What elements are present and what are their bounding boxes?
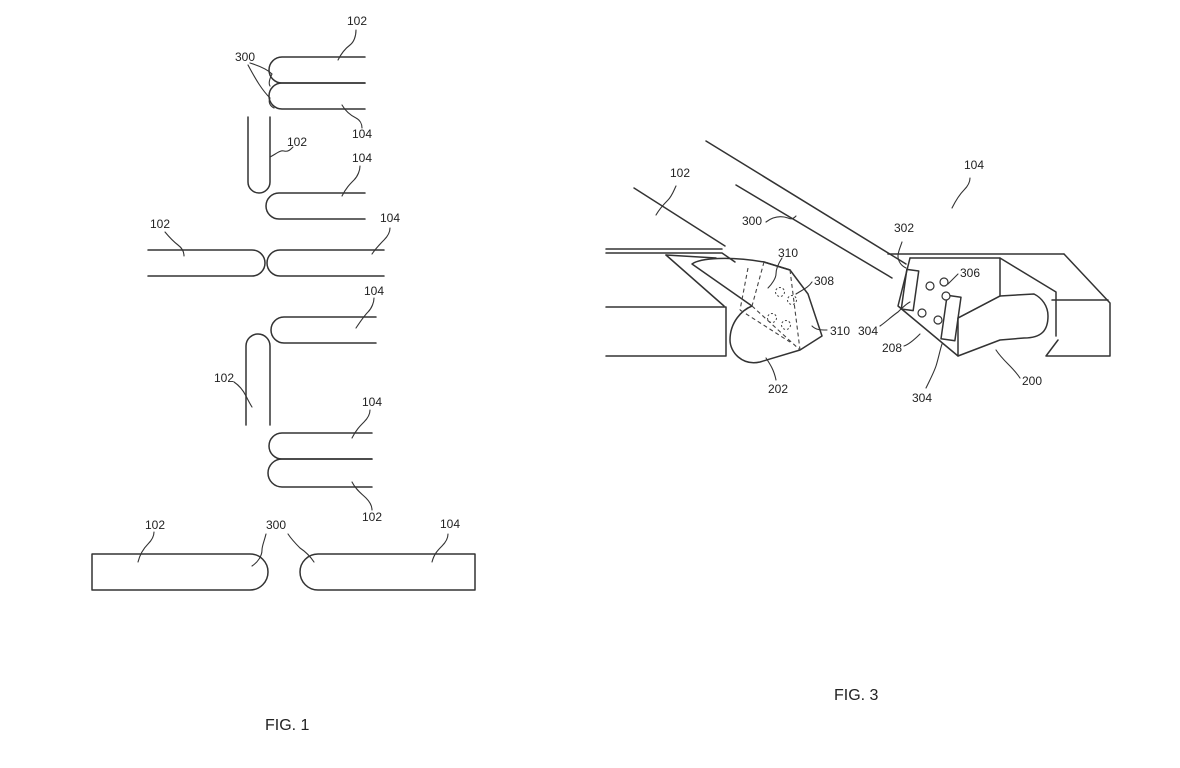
figure-3-caption: FIG. 3	[834, 687, 879, 704]
fig1-arrangement-3: 102 104	[147, 211, 400, 277]
cable-300-line	[705, 140, 907, 265]
label-306: 306	[960, 266, 980, 280]
label-300: 300	[742, 214, 762, 228]
fig1-arrangement-5: 104 102	[267, 395, 382, 524]
label-304: 304	[912, 391, 932, 405]
label-104: 104	[380, 211, 400, 225]
label-104: 104	[352, 151, 372, 165]
label-102: 102	[214, 371, 234, 385]
label-302: 302	[894, 221, 914, 235]
left-cable-body	[605, 248, 736, 357]
label-208: 208	[882, 341, 902, 355]
label-104: 104	[364, 284, 384, 298]
label-104: 104	[362, 395, 382, 409]
label-310: 310	[830, 324, 850, 338]
figure-1: 102 300 104 102 104 102 104	[91, 14, 476, 734]
label-104: 104	[440, 517, 460, 531]
label-102: 102	[362, 510, 382, 524]
figure-3: 102 104 300 302 310 308 310 306 304 208 …	[605, 140, 1111, 704]
label-310: 310	[778, 246, 798, 260]
label-308: 308	[814, 274, 834, 288]
label-200: 200	[1022, 374, 1042, 388]
figure-1-caption: FIG. 1	[265, 717, 310, 734]
label-104: 104	[964, 158, 984, 172]
label-102: 102	[347, 14, 367, 28]
label-202: 202	[768, 382, 788, 396]
label-102: 102	[145, 518, 165, 532]
fig1-arrangement-1: 102 300 104	[235, 14, 372, 141]
label-102: 102	[150, 217, 170, 231]
fig1-arrangement-4: 104 102	[214, 284, 384, 426]
label-102: 102	[287, 135, 307, 149]
label-304: 304	[858, 324, 878, 338]
fig1-arrangement-2: 102 104	[247, 116, 372, 220]
label-300: 300	[235, 50, 255, 64]
fig1-arrangement-6: 102 300 104	[91, 517, 476, 591]
label-104: 104	[352, 127, 372, 141]
label-102: 102	[670, 166, 690, 180]
label-300: 300	[266, 518, 286, 532]
right-connector-200	[887, 253, 1111, 357]
left-connector-202	[665, 254, 823, 364]
